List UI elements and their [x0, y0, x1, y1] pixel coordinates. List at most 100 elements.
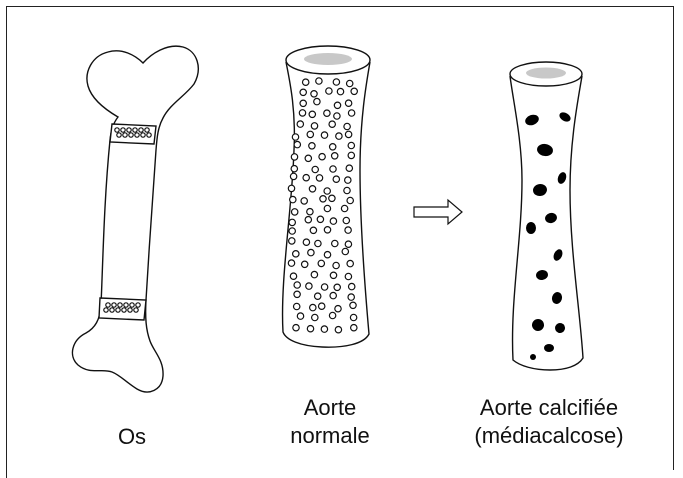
elastic-fiber-ring	[330, 144, 336, 150]
elastic-fiber-ring	[303, 239, 309, 245]
elastic-fiber-ring	[311, 91, 317, 97]
elastic-fiber-ring	[330, 218, 336, 224]
bone-dot	[135, 133, 139, 137]
bone-dot	[128, 308, 132, 312]
elastic-fiber-ring	[337, 88, 343, 94]
frame-tick	[6, 468, 7, 478]
elastic-fiber-ring	[301, 198, 307, 204]
elastic-fiber-ring	[311, 123, 317, 129]
calcified-aorta-outline	[510, 76, 583, 370]
bone-dot	[117, 133, 121, 137]
elastic-fiber-ring	[334, 284, 340, 290]
elastic-fiber-ring	[291, 166, 297, 172]
elastic-fiber-ring	[289, 228, 295, 234]
elastic-fiber-ring	[312, 166, 318, 172]
calcified-aorta-lumen	[526, 68, 566, 79]
elastic-fiber-ring	[293, 325, 299, 331]
elastic-fiber-ring	[314, 98, 320, 104]
elastic-fiber-ring	[345, 131, 351, 137]
elastic-fiber-ring	[292, 209, 298, 215]
elastic-fiber-ring	[315, 240, 321, 246]
elastic-fiber-ring	[321, 284, 327, 290]
bone-dot	[139, 128, 143, 132]
bone-dot	[147, 133, 151, 137]
elastic-fiber-ring	[307, 131, 313, 137]
elastic-fiber-ring	[293, 251, 299, 257]
elastic-fiber-ring	[330, 272, 336, 278]
elastic-fiber-ring	[318, 260, 324, 266]
elastic-fiber-ring	[345, 227, 351, 233]
elastic-fiber-ring	[308, 249, 314, 255]
elastic-fiber-ring	[330, 292, 336, 298]
elastic-fiber-ring	[310, 304, 316, 310]
bone-dot	[118, 303, 122, 307]
elastic-fiber-ring	[345, 100, 351, 106]
elastic-fiber-ring	[321, 132, 327, 138]
elastic-fiber-ring	[324, 110, 330, 116]
label-normal-aorta-line1: Aorte	[270, 395, 390, 421]
elastic-fiber-ring	[348, 152, 354, 158]
elastic-fiber-ring	[332, 153, 338, 159]
elastic-fiber-ring	[320, 196, 326, 202]
label-normal-aorta-line2: normale	[270, 423, 390, 449]
transformation-arrow	[414, 200, 462, 224]
elastic-fiber-ring	[348, 294, 354, 300]
elastic-fiber-ring	[303, 79, 309, 85]
elastic-fiber-ring	[289, 219, 295, 225]
elastic-fiber-ring	[333, 262, 339, 268]
elastic-fiber-ring	[305, 155, 311, 161]
elastic-fiber-ring	[324, 205, 330, 211]
elastic-fiber-ring	[349, 283, 355, 289]
bone-dot	[110, 308, 114, 312]
elastic-fiber-ring	[348, 142, 354, 148]
elastic-fiber-ring	[317, 216, 323, 222]
elastic-fiber-ring	[329, 195, 335, 201]
bone-dot	[129, 133, 133, 137]
elastic-fiber-ring	[299, 110, 305, 116]
elastic-fiber-ring	[316, 78, 322, 84]
label-calcified-aorta-line2: (médiacalcose)	[460, 423, 638, 449]
bone-dot	[130, 303, 134, 307]
elastic-fiber-ring	[297, 121, 303, 127]
elastic-fiber-ring	[303, 175, 309, 181]
elastic-fiber-ring	[344, 123, 350, 129]
bone-dot	[121, 128, 125, 132]
elastic-fiber-ring	[291, 154, 297, 160]
bone-dot	[136, 303, 140, 307]
calcification-spot	[530, 354, 536, 360]
elastic-fiber-ring	[290, 173, 296, 179]
bone-dot	[124, 303, 128, 307]
elastic-fiber-ring	[294, 303, 300, 309]
calcification-spot	[526, 222, 536, 234]
elastic-fiber-ring	[300, 100, 306, 106]
elastic-fiber-ring	[344, 187, 350, 193]
elastic-fiber-ring	[343, 217, 349, 223]
elastic-fiber-ring	[345, 177, 351, 183]
elastic-fiber-ring	[290, 273, 296, 279]
elastic-fiber-ring	[292, 134, 298, 140]
elastic-fiber-ring	[309, 186, 315, 192]
elastic-fiber-ring	[307, 209, 313, 215]
elastic-fiber-ring	[350, 302, 356, 308]
elastic-fiber-ring	[294, 282, 300, 288]
elastic-fiber-ring	[288, 260, 294, 266]
bone-dot	[123, 133, 127, 137]
elastic-fiber-ring	[335, 306, 341, 312]
elastic-fiber-ring	[348, 110, 354, 116]
elastic-fiber-ring	[289, 238, 295, 244]
elastic-fiber-ring	[335, 327, 341, 333]
elastic-fiber-ring	[319, 154, 325, 160]
elastic-fiber-ring	[324, 188, 330, 194]
elastic-fiber-ring	[290, 196, 296, 202]
elastic-fiber-ring	[341, 205, 347, 211]
elastic-fiber-ring	[329, 312, 335, 318]
elastic-fiber-ring	[345, 241, 351, 247]
elastic-fiber-ring	[342, 248, 348, 254]
bone-dot	[145, 128, 149, 132]
elastic-fiber-ring	[300, 89, 306, 95]
elastic-fiber-ring	[321, 326, 327, 332]
bone-dot	[104, 308, 108, 312]
elastic-fiber-ring	[307, 326, 313, 332]
bone-dot	[141, 133, 145, 137]
calcification-spot	[544, 344, 554, 352]
